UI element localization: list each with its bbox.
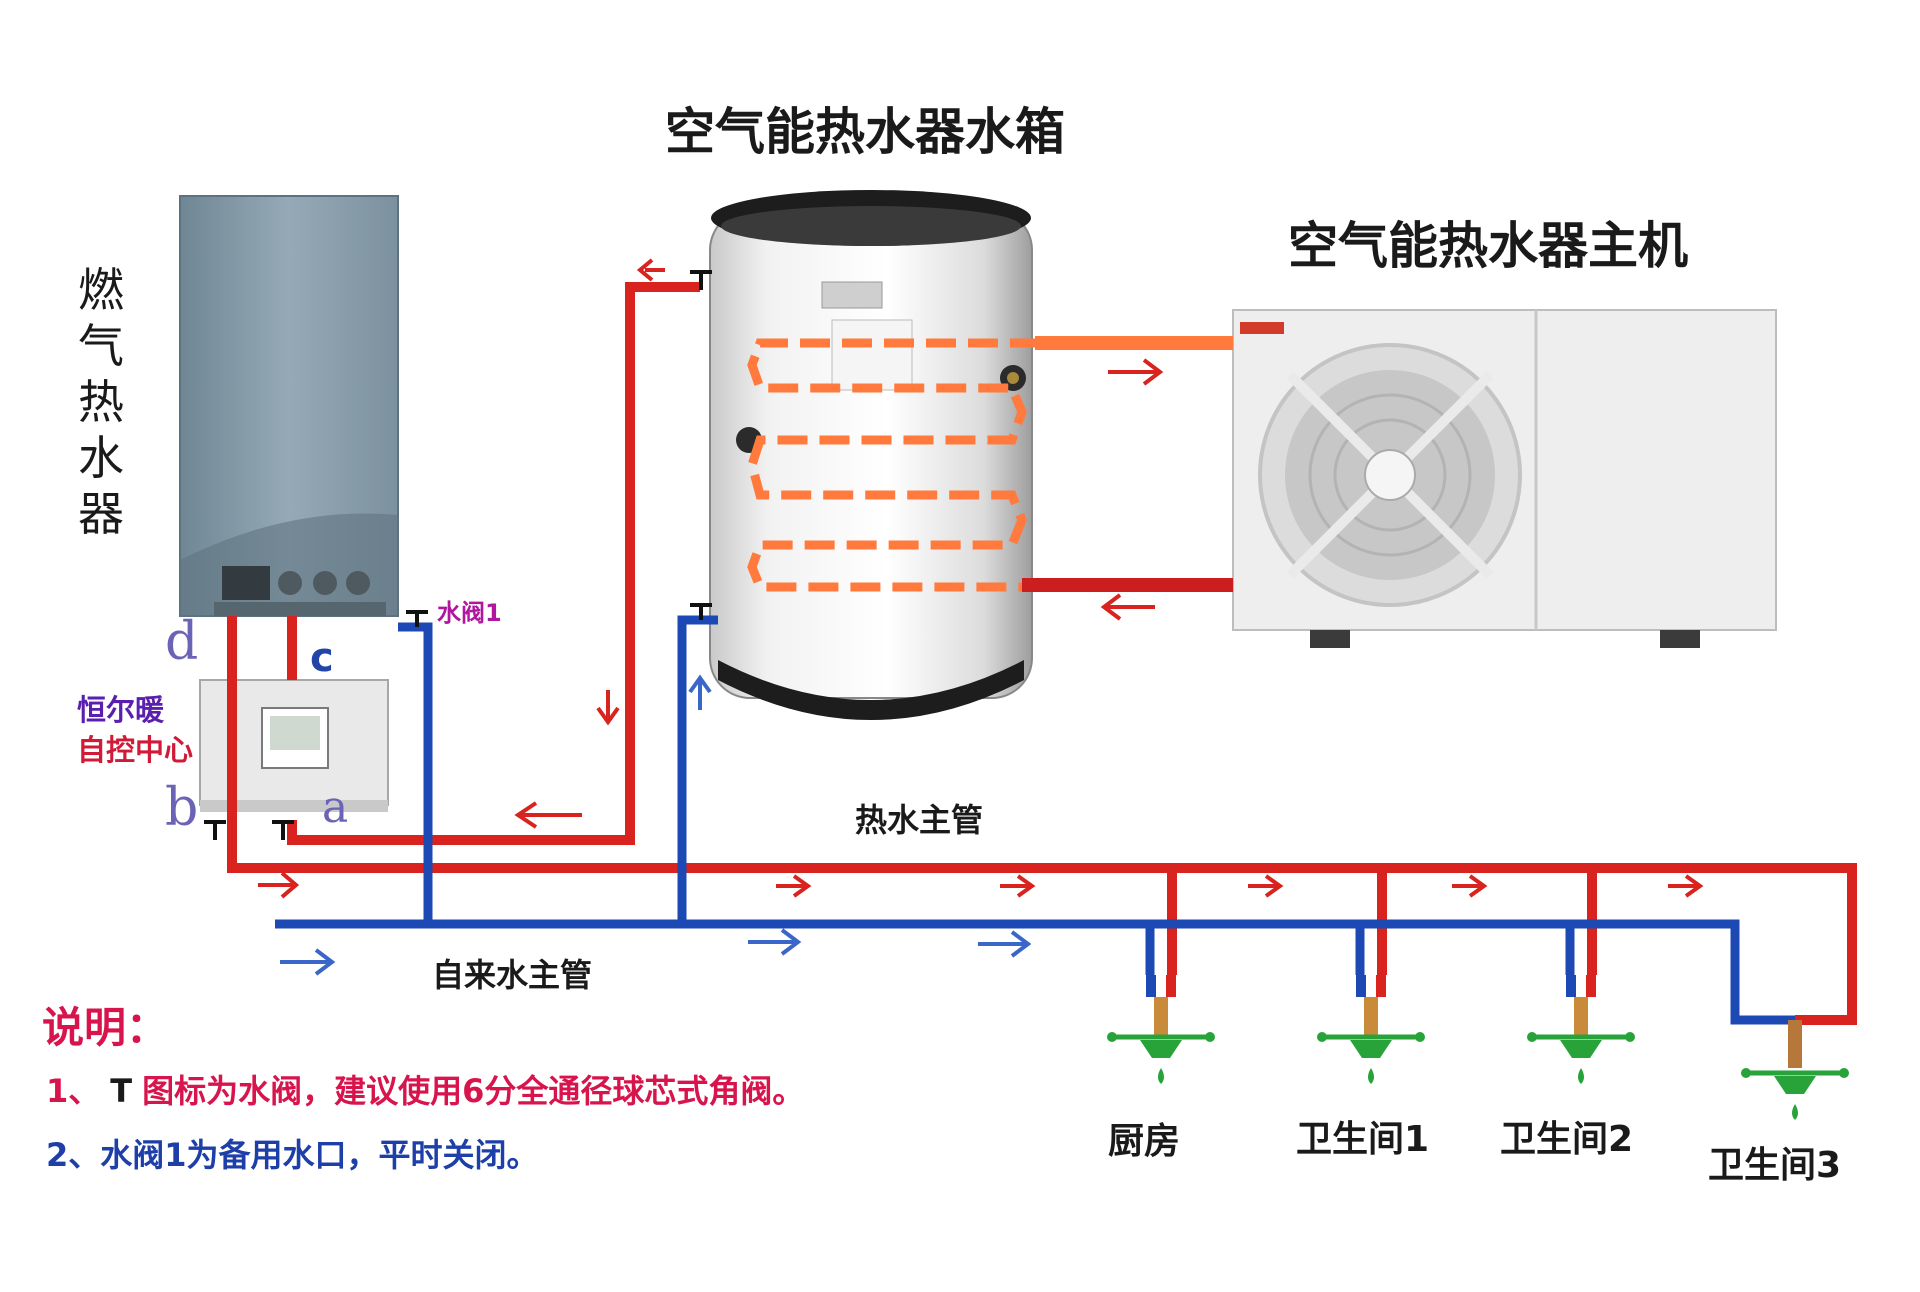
faucet-bathroom-2 (1527, 975, 1635, 1084)
faucet-bathroom-1 (1317, 975, 1425, 1084)
notes-title: 说明： (42, 1003, 169, 1052)
hot-main-label: 热水主管 (855, 801, 984, 839)
unit-title: 空气能热水器主机 (1288, 217, 1688, 275)
cold-water-pipes (275, 615, 1795, 1025)
faucet-bathroom-3 (1741, 1020, 1849, 1120)
room-kitchen: 厨房 (1108, 1121, 1181, 1162)
room-bathroom-1: 卫生间1 (1296, 1119, 1430, 1160)
air-source-unit (1232, 309, 1777, 648)
room-bathroom-2: 卫生间2 (1500, 1119, 1634, 1160)
unit-flow-arrows (1100, 358, 1164, 621)
port-d-label: d (165, 612, 199, 672)
water-tank (709, 190, 1040, 720)
tank-title: 空气能热水器水箱 (665, 103, 1065, 161)
heat-exchanger-coil (747, 338, 1040, 592)
cold-main-label: 自来水主管 (432, 956, 593, 994)
port-b-label: b (165, 778, 199, 838)
valve-symbol-icon: T (110, 1072, 133, 1110)
flow-arrows-blue (280, 674, 1032, 976)
note1-prefix: 1、 (46, 1072, 101, 1110)
gas-boiler (179, 195, 399, 617)
note-line-2: 2、水阀1为备用水口，平时关闭。 (46, 1136, 539, 1174)
port-a-label: a (322, 782, 349, 833)
flow-arrows-red (258, 258, 1704, 899)
room-bathroom-3: 卫生间3 (1708, 1145, 1842, 1186)
control-center-line1: 恒尔暖 (77, 693, 165, 727)
control-center-line2: 自控中心 (77, 733, 194, 767)
note1-text: 图标为水阀，建议使用6分全通径球芯式角阀。 (142, 1072, 805, 1110)
port-c-label: c (310, 635, 334, 681)
faucet-kitchen (1107, 975, 1215, 1084)
valve-symbols (204, 270, 712, 840)
boiler-title: 燃气热水器 (78, 263, 124, 541)
valve1-label: 水阀1 (437, 599, 502, 627)
control-center-label: 恒尔暖 自控中心 (77, 690, 193, 770)
